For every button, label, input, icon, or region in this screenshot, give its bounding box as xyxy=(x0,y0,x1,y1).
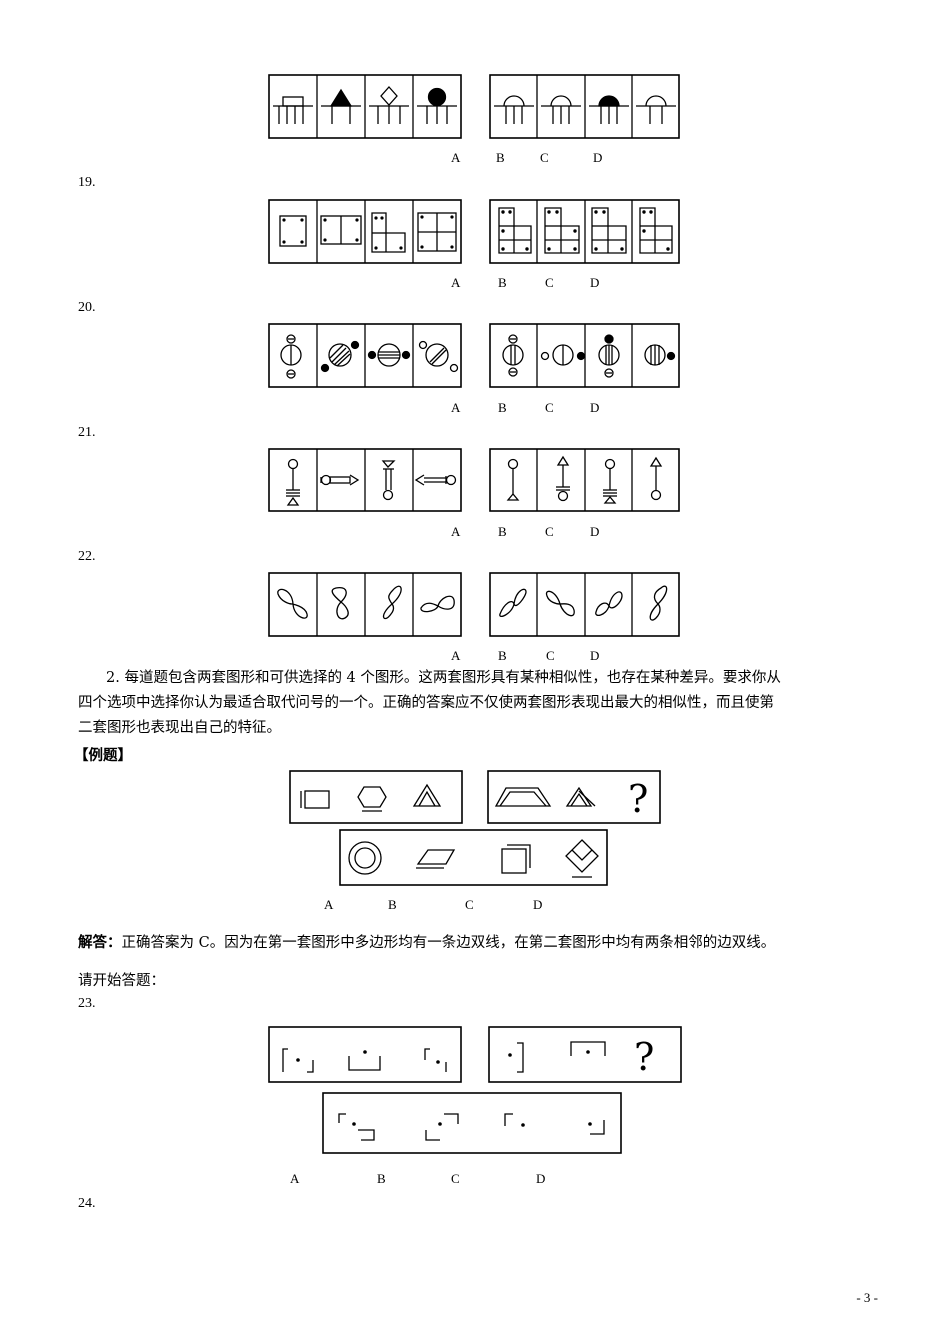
option-a-label: A xyxy=(451,400,461,415)
option-c-label: C xyxy=(465,897,474,912)
q20-options xyxy=(489,323,680,388)
option-c-label: C xyxy=(545,524,554,539)
option-c-label: C xyxy=(545,275,554,290)
q19-figure-set-1 xyxy=(268,199,462,264)
start-text: 请开始答题： xyxy=(78,973,165,989)
option-b-label: B xyxy=(498,275,507,290)
question-number-19: 19. xyxy=(78,175,96,190)
option-c-label: C xyxy=(540,150,549,165)
option-b-label: B xyxy=(388,897,397,912)
question-number-22: 22. xyxy=(78,549,96,564)
option-d-label: D xyxy=(533,897,543,912)
q19-options xyxy=(489,199,680,264)
option-d-label: D xyxy=(536,1171,546,1186)
example-heading: 【例题】 xyxy=(74,747,132,764)
question-number-20: 20. xyxy=(78,300,96,315)
example-options xyxy=(339,829,608,886)
option-a-label: A xyxy=(451,524,461,539)
option-a-label: A xyxy=(451,648,461,663)
q23-question-mark: ? xyxy=(634,1035,654,1079)
instructions: 2. 每道题包含两套图形和可供选择的 4 个图形。这两套图形具有某种相似性，也存… xyxy=(78,666,878,741)
option-d-label: D xyxy=(590,648,600,663)
option-b-label: B xyxy=(498,400,507,415)
q23-options xyxy=(322,1092,622,1154)
instructions-line-1: 2. 每道题包含两套图形和可供选择的 4 个图形。这两套图形具有某种相似性，也存… xyxy=(106,670,781,686)
option-b-label: B xyxy=(377,1171,386,1186)
q23-set-1 xyxy=(268,1026,462,1083)
q22-options xyxy=(489,572,680,637)
example-question-mark: ? xyxy=(628,777,648,821)
question-number-21: 21. xyxy=(78,425,96,440)
option-a-label: A xyxy=(290,1171,300,1186)
q18-options xyxy=(489,74,680,139)
page-number: - 3 - xyxy=(856,1290,878,1305)
option-b-label: B xyxy=(498,648,507,663)
option-d-label: D xyxy=(590,524,600,539)
option-c-label: C xyxy=(545,400,554,415)
option-d-label: D xyxy=(590,275,600,290)
question-number-24: 24. xyxy=(78,1196,96,1211)
q18-figure-set-1 xyxy=(268,74,462,139)
option-d-label: D xyxy=(593,150,603,165)
q21-figure-set-1 xyxy=(268,448,462,512)
q20-figure-set-1 xyxy=(268,323,462,388)
option-c-label: C xyxy=(451,1171,460,1186)
answer-label: 解答： xyxy=(78,934,122,951)
example-answer: 解答：正确答案为 C。因为在第一套图形中多边形均有一条边双线，在第二套图形中均有… xyxy=(78,931,775,952)
answer-text: 正确答案为 C。因为在第一套图形中多边形均有一条边双线，在第二套图形中均有两条相… xyxy=(121,935,776,951)
example-set-2 xyxy=(487,770,661,824)
option-a-label: A xyxy=(451,275,461,290)
option-d-label: D xyxy=(590,400,600,415)
q21-options xyxy=(489,448,680,512)
q22-figure-set-1 xyxy=(268,572,462,637)
option-a-label: A xyxy=(324,897,334,912)
example-set-1 xyxy=(289,770,463,824)
q23-set-2 xyxy=(488,1026,682,1083)
option-a-label: A xyxy=(451,150,461,165)
option-b-label: B xyxy=(498,524,507,539)
option-b-label: B xyxy=(496,150,505,165)
question-number-23: 23. xyxy=(78,996,96,1011)
instructions-line-3: 二套图形也表现出自己的特征。 xyxy=(78,720,281,736)
option-c-label: C xyxy=(546,648,555,663)
instructions-line-2: 四个选项中选择你认为最适合取代问号的一个。正确的答案应不仅使两套图形表现出最大的… xyxy=(78,695,774,711)
